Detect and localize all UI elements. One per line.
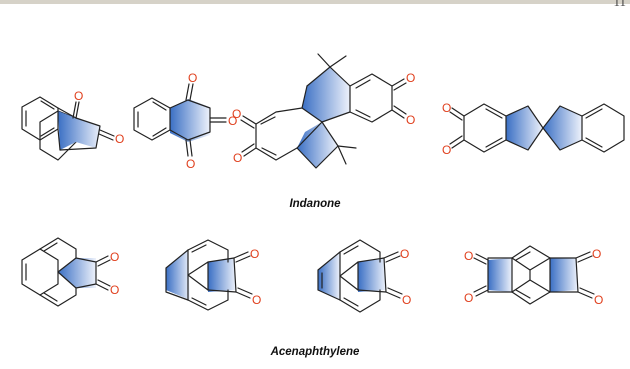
- molecule-pyracene-tetraone: O O O O: [464, 245, 603, 307]
- oxygen-label: O: [464, 291, 473, 305]
- oxygen-label: O: [228, 114, 237, 128]
- oxygen-label: O: [442, 143, 451, 157]
- oxygen-label: O: [250, 247, 259, 261]
- oxygen-label: O: [252, 293, 261, 307]
- oxygen-label: O: [400, 247, 409, 261]
- molecule-indane-trione: O O O: [133, 71, 237, 171]
- molecule-dihydroacenaphthylene-dione: O O: [165, 239, 261, 311]
- oxygen-label: O: [186, 157, 195, 171]
- molecule-cyclopenta-acenaphthylene-dione: O O: [317, 239, 411, 313]
- oxygen-label: O: [74, 89, 83, 103]
- oxygen-label: O: [406, 113, 415, 127]
- oxygen-label: O: [594, 293, 603, 307]
- oxygen-label: O: [402, 293, 411, 307]
- oxygen-label: O: [188, 71, 197, 85]
- molecule-spiro-bisindane-tetraone-linear: O O: [442, 101, 625, 157]
- oxygen-label: O: [232, 107, 241, 121]
- oxygen-label: O: [110, 283, 119, 297]
- page-header-rule: [0, 0, 630, 4]
- molecule-indane-1-2-dione: O O: [21, 89, 124, 161]
- oxygen-label: O: [406, 71, 415, 85]
- page-number: 11: [613, 0, 626, 9]
- section-label-indanone: Indanone: [289, 198, 341, 210]
- oxygen-label: O: [442, 101, 451, 115]
- section-label-acenaphthylene: Acenaphthylene: [270, 346, 360, 358]
- molecule-spiro-bisindane-tetraone: O O O O: [232, 53, 415, 169]
- oxygen-label: O: [110, 250, 119, 264]
- oxygen-label: O: [115, 132, 124, 146]
- molecule-acenaphthylene-dione: O O: [21, 237, 119, 307]
- oxygen-label: O: [464, 249, 473, 263]
- oxygen-label: O: [233, 151, 242, 165]
- oxygen-label: O: [592, 247, 601, 261]
